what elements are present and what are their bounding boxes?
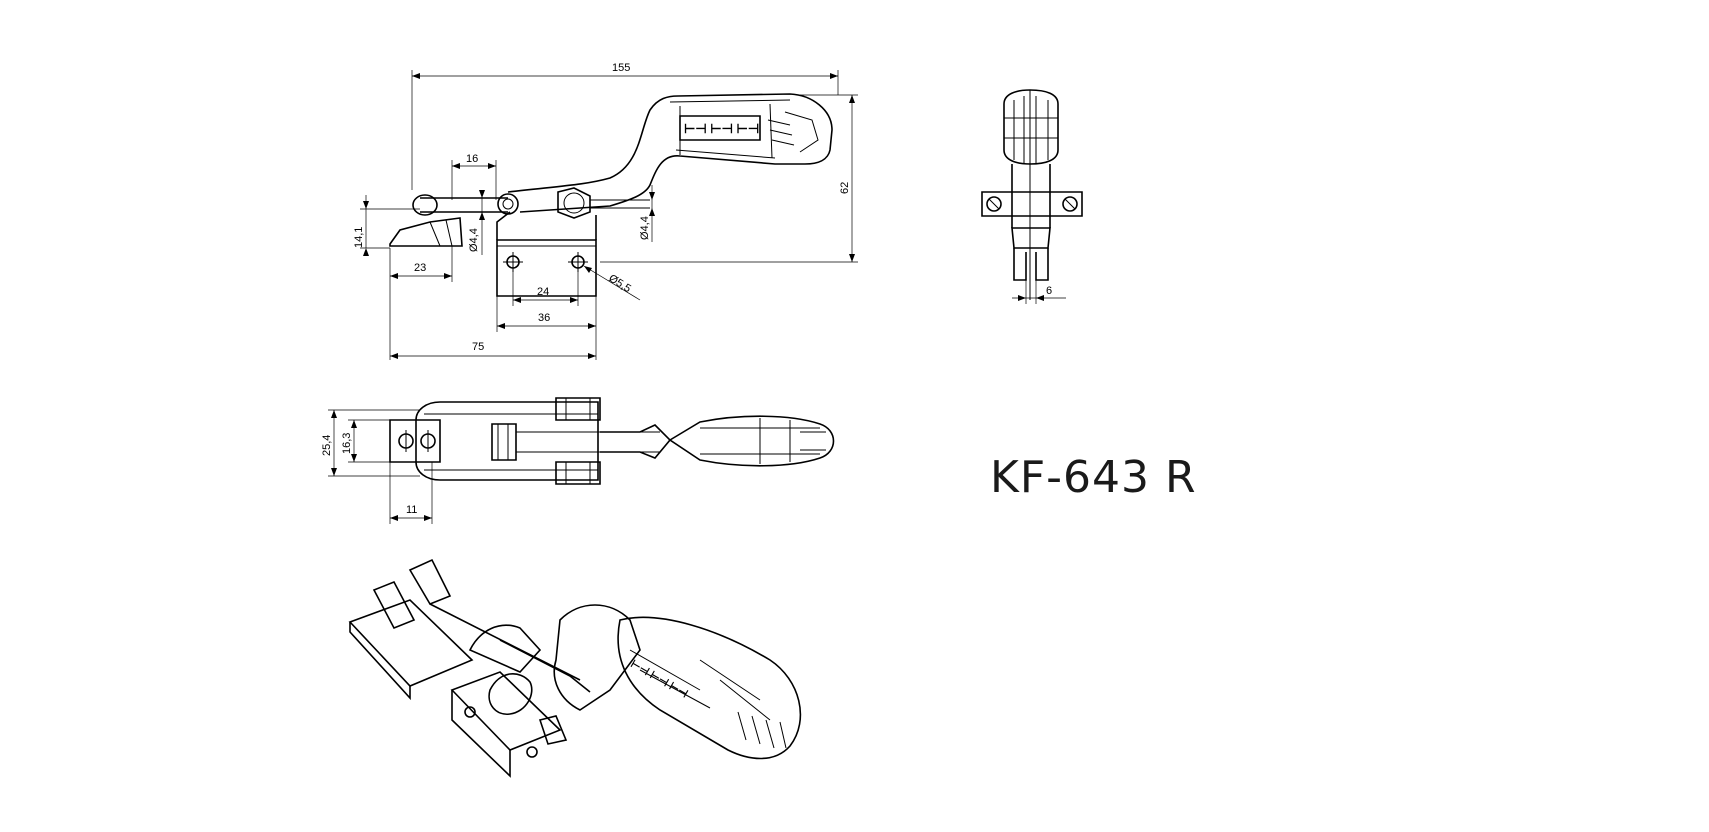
dim-36: 36 [538,312,550,324]
part-code-title: KF-643 R [990,452,1197,503]
dim-75: 75 [472,341,484,353]
dim-phi5-5: Ø5,5 [606,272,633,295]
dim-16: 16 [466,153,478,165]
dim-155: 155 [612,62,630,74]
end-view: 6 [981,89,1083,304]
dim-14-1: 14,1 [353,227,365,248]
dim-6: 6 [1046,285,1052,297]
side-view: 155 62 ⊢⊣ ⊢⊣ ⊢⊣ [353,62,858,360]
dim-62: 62 [839,182,851,194]
isometric-view: ⊢⊣ ⊢⊣ ⊢⊣ [348,558,802,778]
dim-23: 23 [414,262,426,274]
svg-text:⊢⊣ ⊢⊣ ⊢⊣: ⊢⊣ ⊢⊣ ⊢⊣ [684,121,759,136]
dim-11: 11 [406,504,417,516]
dim-phi4-4-left: Ø4,4 [468,228,480,252]
top-view: 25,4 16,3 11 [321,397,835,524]
dim-25-4: 25,4 [321,435,333,456]
dim-24: 24 [537,286,549,298]
dim-16-3: 16,3 [341,433,353,454]
dim-phi4-4-right: Ø4,4 [639,216,651,240]
